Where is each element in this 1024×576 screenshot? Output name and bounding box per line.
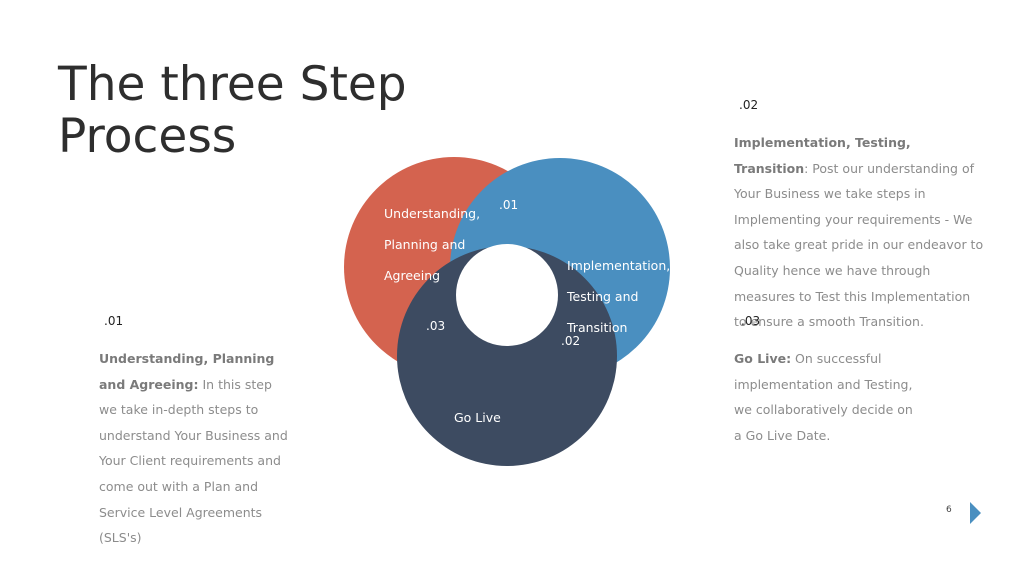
diagram-step-2-number: .02	[561, 334, 581, 348]
diagram-step-2-line-1: Implementation,	[567, 258, 671, 273]
step-3-heading: Go Live:	[734, 351, 792, 366]
triangle-right-icon	[970, 502, 981, 524]
diagram-step-1-line-3: Agreeing	[384, 268, 441, 283]
step-3-circle	[397, 246, 617, 466]
diagram-step-3-label: Go Live	[454, 402, 501, 433]
diagram-step-2-line-2: Testing and	[567, 289, 639, 304]
step-3-description: Go Live: On successful implementation an…	[734, 346, 919, 448]
diagram-step-1-line-2: Planning and	[384, 237, 466, 252]
next-slide-button[interactable]	[968, 502, 982, 524]
three-step-ring-diagram: Understanding, Planning and Agreeing .01…	[330, 140, 690, 480]
step-1-description: Understanding, Planning and Agreeing: In…	[99, 346, 289, 551]
step-2-heading: Implementation, Testing, Transition	[734, 135, 911, 176]
diagram-step-2-label: Implementation, Testing and Transition	[567, 250, 670, 343]
step-1-number: .01	[104, 314, 124, 328]
page-number: 6	[946, 505, 952, 515]
step-3-body: On successful implementation and Testing…	[734, 351, 913, 443]
step-1-body: In this step we take in-depth steps to u…	[99, 376, 288, 546]
step-3-number: .03	[741, 314, 761, 328]
page-title: The three Step Process	[58, 57, 407, 165]
step-2-body: : Post our understanding of Your Busines…	[734, 160, 984, 330]
diagram-step-1-label: Understanding, Planning and Agreeing	[384, 198, 480, 291]
ring-diagram-svg	[344, 157, 670, 466]
diagram-step-3-line-1: Go Live	[454, 410, 501, 425]
diagram-step-1-line-1: Understanding,	[384, 206, 481, 221]
step-2-description: Implementation, Testing, Transition: Pos…	[734, 130, 984, 335]
step-1-heading: Understanding, Planning and Agreeing:	[99, 351, 275, 392]
diagram-step-3-number: .03	[426, 319, 446, 333]
step-2-number: .02	[739, 98, 759, 112]
diagram-step-1-number: .01	[499, 198, 519, 212]
diagram-step-2-line-3: Transition	[567, 320, 628, 335]
